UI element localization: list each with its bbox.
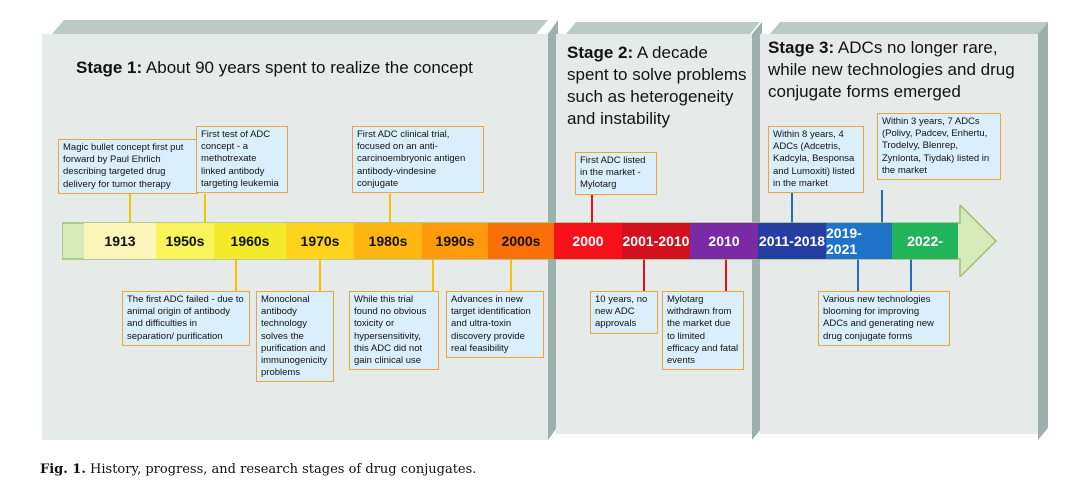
timeline-segment-1980s: 1980s	[354, 223, 422, 259]
connector-2022-below	[910, 259, 912, 292]
note-1990s: While this trial found no obvious toxici…	[349, 291, 439, 371]
timeline-segment-1913: 1913	[84, 223, 156, 259]
connector-1980s	[389, 194, 391, 223]
note-1913: Magic bullet concept first put forward b…	[58, 139, 198, 194]
timeline-segment-2001-2010: 2001-2010	[622, 223, 690, 259]
note-2011-2018: Within 8 years, 4 ADCs (Adcetris, Kadcyl…	[768, 126, 864, 194]
timeline-segment-2010: 2010	[690, 223, 758, 259]
connector-2019-2021-below	[857, 259, 859, 292]
connector-1950s	[204, 194, 206, 223]
note-2001-2010: 10 years, no new ADC approvals	[590, 291, 658, 334]
timeline-segment-2000s: 2000s	[488, 223, 554, 259]
stage-2-title: Stage 2: A decade spent to solve problem…	[567, 43, 747, 128]
timeline-segment-1970s: 1970s	[286, 223, 354, 259]
note-1960s: The first ADC failed - due to animal ori…	[122, 291, 250, 346]
connector-2010	[725, 259, 727, 292]
figure-caption: Fig. 1. History, progress, and research …	[40, 462, 477, 477]
note-2000: First ADC listed in the market - Mylotar…	[575, 152, 657, 195]
timeline-segment-2022: 2022-	[892, 223, 958, 259]
note-2000s: Advances in new target identification an…	[446, 291, 544, 359]
connector-2000	[591, 194, 593, 223]
timeline-segment-2000: 2000	[554, 223, 622, 259]
stage-1-title: Stage 1: About 90 years spent to realize…	[76, 58, 473, 77]
stage-3-title: Stage 3: ADCs no longer rare, while new …	[768, 38, 1015, 101]
timeline-segment-1950s: 1950s	[156, 223, 214, 259]
connector-2011-2018	[791, 190, 793, 223]
connector-2019-2021	[881, 190, 883, 223]
note-2019-2021-below: Various new technologies blooming for im…	[818, 291, 950, 346]
note-2019-2021: Within 3 years, 7 ADCs (Polivy, Padcev, …	[877, 113, 1001, 181]
connector-1960s	[235, 259, 237, 292]
connector-2001-2010	[643, 259, 645, 292]
note-2010: Mylotarg withdrawn from the market due t…	[662, 291, 744, 371]
timeline-segment-2019-2021: 2019-2021	[826, 223, 892, 259]
connector-1990s	[432, 259, 434, 292]
connector-1913	[129, 194, 131, 223]
connector-1970s	[319, 259, 321, 292]
note-1950s: First test of ADC concept - a methotrexa…	[196, 126, 288, 194]
note-1980s: First ADC clinical trial, focused on an …	[352, 126, 484, 194]
timeline-segment-1990s: 1990s	[422, 223, 488, 259]
connector-2000s	[510, 259, 512, 292]
timeline-segment-2011-2018: 2011-2018	[758, 223, 826, 259]
timeline-segment-1960s: 1960s	[214, 223, 286, 259]
note-1970s: Monoclonal antibody technology solves th…	[256, 291, 334, 383]
